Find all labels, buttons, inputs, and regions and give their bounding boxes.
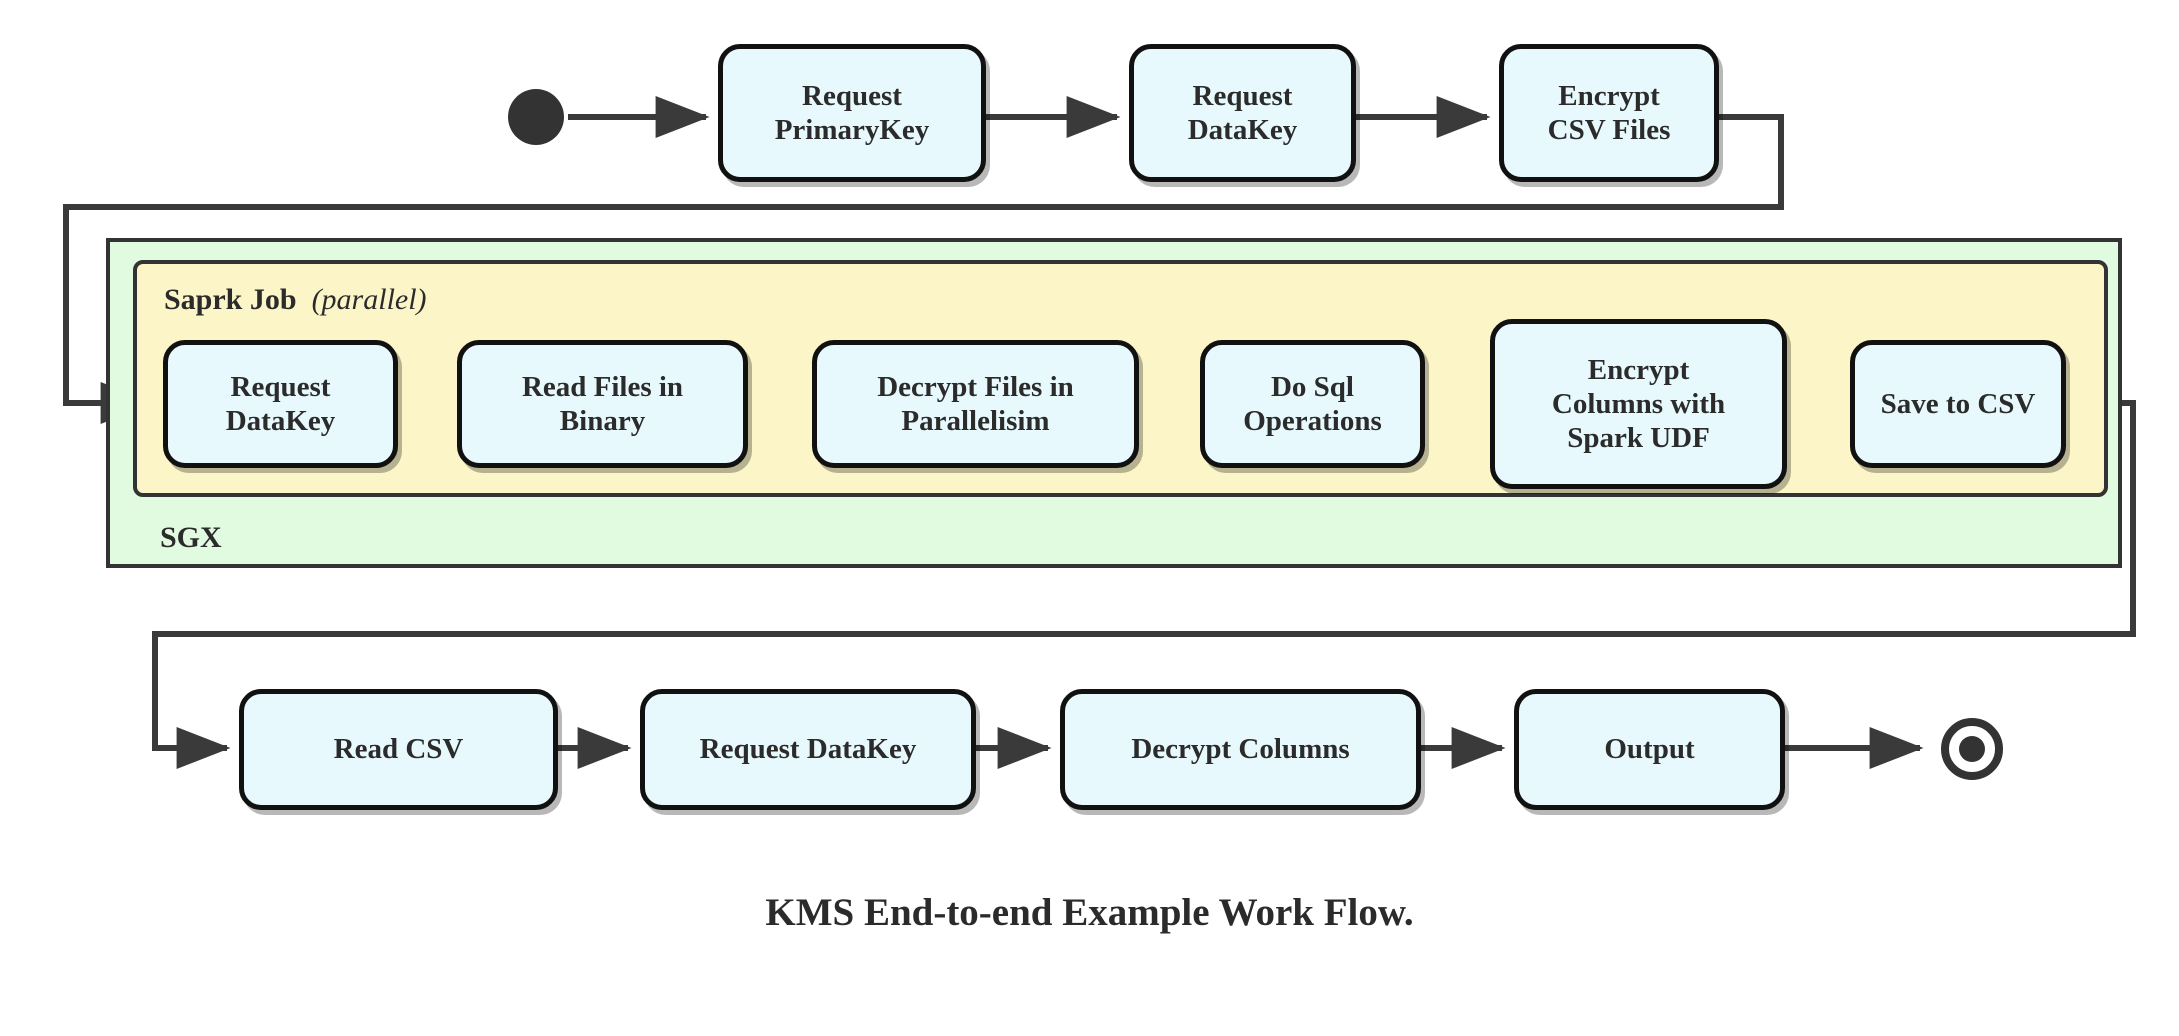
node-line: Decrypt Files in xyxy=(877,370,1074,403)
node-label: Save to CSV xyxy=(1881,387,2036,421)
node-line: Request xyxy=(230,370,331,403)
node-output[interactable]: Output xyxy=(1514,689,1785,810)
node-encrypt-csv-files[interactable]: Encrypt CSV Files xyxy=(1499,44,1719,182)
node-line: Do Sql xyxy=(1270,370,1354,403)
node-label: Decrypt Columns xyxy=(1131,732,1349,766)
node-read-files-in-binary[interactable]: Read Files in Binary xyxy=(457,340,748,468)
node-encrypt-columns-with-spark-udf[interactable]: Encrypt Columns with Spark UDF xyxy=(1490,319,1787,489)
node-request-datakey-top[interactable]: Request DataKey xyxy=(1129,44,1356,182)
spark-job-label-text: Saprk Job xyxy=(164,283,297,316)
node-line: Encrypt xyxy=(1587,353,1690,386)
node-line: Decrypt Columns xyxy=(1131,733,1350,766)
node-decrypt-files-in-parallelisim[interactable]: Decrypt Files in Parallelisim xyxy=(812,340,1139,468)
node-line: Binary xyxy=(559,405,646,437)
node-line: Parallelisim xyxy=(901,405,1050,437)
node-request-primarykey[interactable]: Request PrimaryKey xyxy=(718,44,986,182)
node-line: DataKey xyxy=(1187,114,1298,146)
node-read-csv[interactable]: Read CSV xyxy=(239,689,558,810)
start-node-icon xyxy=(508,89,564,145)
node-request-datakey-bottom[interactable]: Request DataKey xyxy=(640,689,976,810)
node-label: Output xyxy=(1604,732,1694,766)
end-node-inner-dot xyxy=(1959,736,1985,762)
node-line: Request xyxy=(1192,79,1293,112)
node-line: Request DataKey xyxy=(699,733,917,766)
node-request-datakey-spark[interactable]: Request DataKey xyxy=(163,340,398,468)
container-sgx-label: SGX xyxy=(160,521,222,554)
node-line: Output xyxy=(1604,733,1695,766)
node-line: Spark UDF xyxy=(1567,422,1710,455)
node-line: Request xyxy=(802,79,902,112)
container-spark-job-label: Saprk Job (parallel) xyxy=(164,283,427,317)
node-label: Request DataKey xyxy=(700,732,917,766)
node-line: Operations xyxy=(1243,405,1382,437)
node-line: CSV Files xyxy=(1547,114,1671,146)
diagram-caption: KMS End-to-end Example Work Flow. xyxy=(765,891,1414,934)
node-line: DataKey xyxy=(225,405,336,437)
node-line: Read CSV xyxy=(333,733,464,766)
node-label: Read Files in Binary xyxy=(522,370,683,438)
node-line: Encrypt xyxy=(1558,79,1660,112)
node-label: Read CSV xyxy=(334,732,464,766)
node-decrypt-columns[interactable]: Decrypt Columns xyxy=(1060,689,1421,810)
node-do-sql-operations[interactable]: Do Sql Operations xyxy=(1200,340,1425,468)
node-line: PrimaryKey xyxy=(774,114,930,146)
node-line: Columns with xyxy=(1551,387,1726,420)
node-save-to-csv[interactable]: Save to CSV xyxy=(1850,340,2066,468)
node-label: Do Sql Operations xyxy=(1243,370,1382,438)
node-label: Request DataKey xyxy=(1188,79,1298,147)
node-label: Encrypt Columns with Spark UDF xyxy=(1552,353,1725,456)
spark-job-label-suffix: (parallel) xyxy=(311,283,427,316)
node-label: Decrypt Files in Parallelisim xyxy=(877,370,1074,438)
node-label: Request DataKey xyxy=(226,370,336,438)
node-line: Read Files in xyxy=(521,370,684,403)
end-node-icon xyxy=(1941,718,2003,780)
node-label: Request PrimaryKey xyxy=(775,79,930,147)
node-line: Save to CSV xyxy=(1880,387,2036,420)
node-label: Encrypt CSV Files xyxy=(1548,79,1671,147)
